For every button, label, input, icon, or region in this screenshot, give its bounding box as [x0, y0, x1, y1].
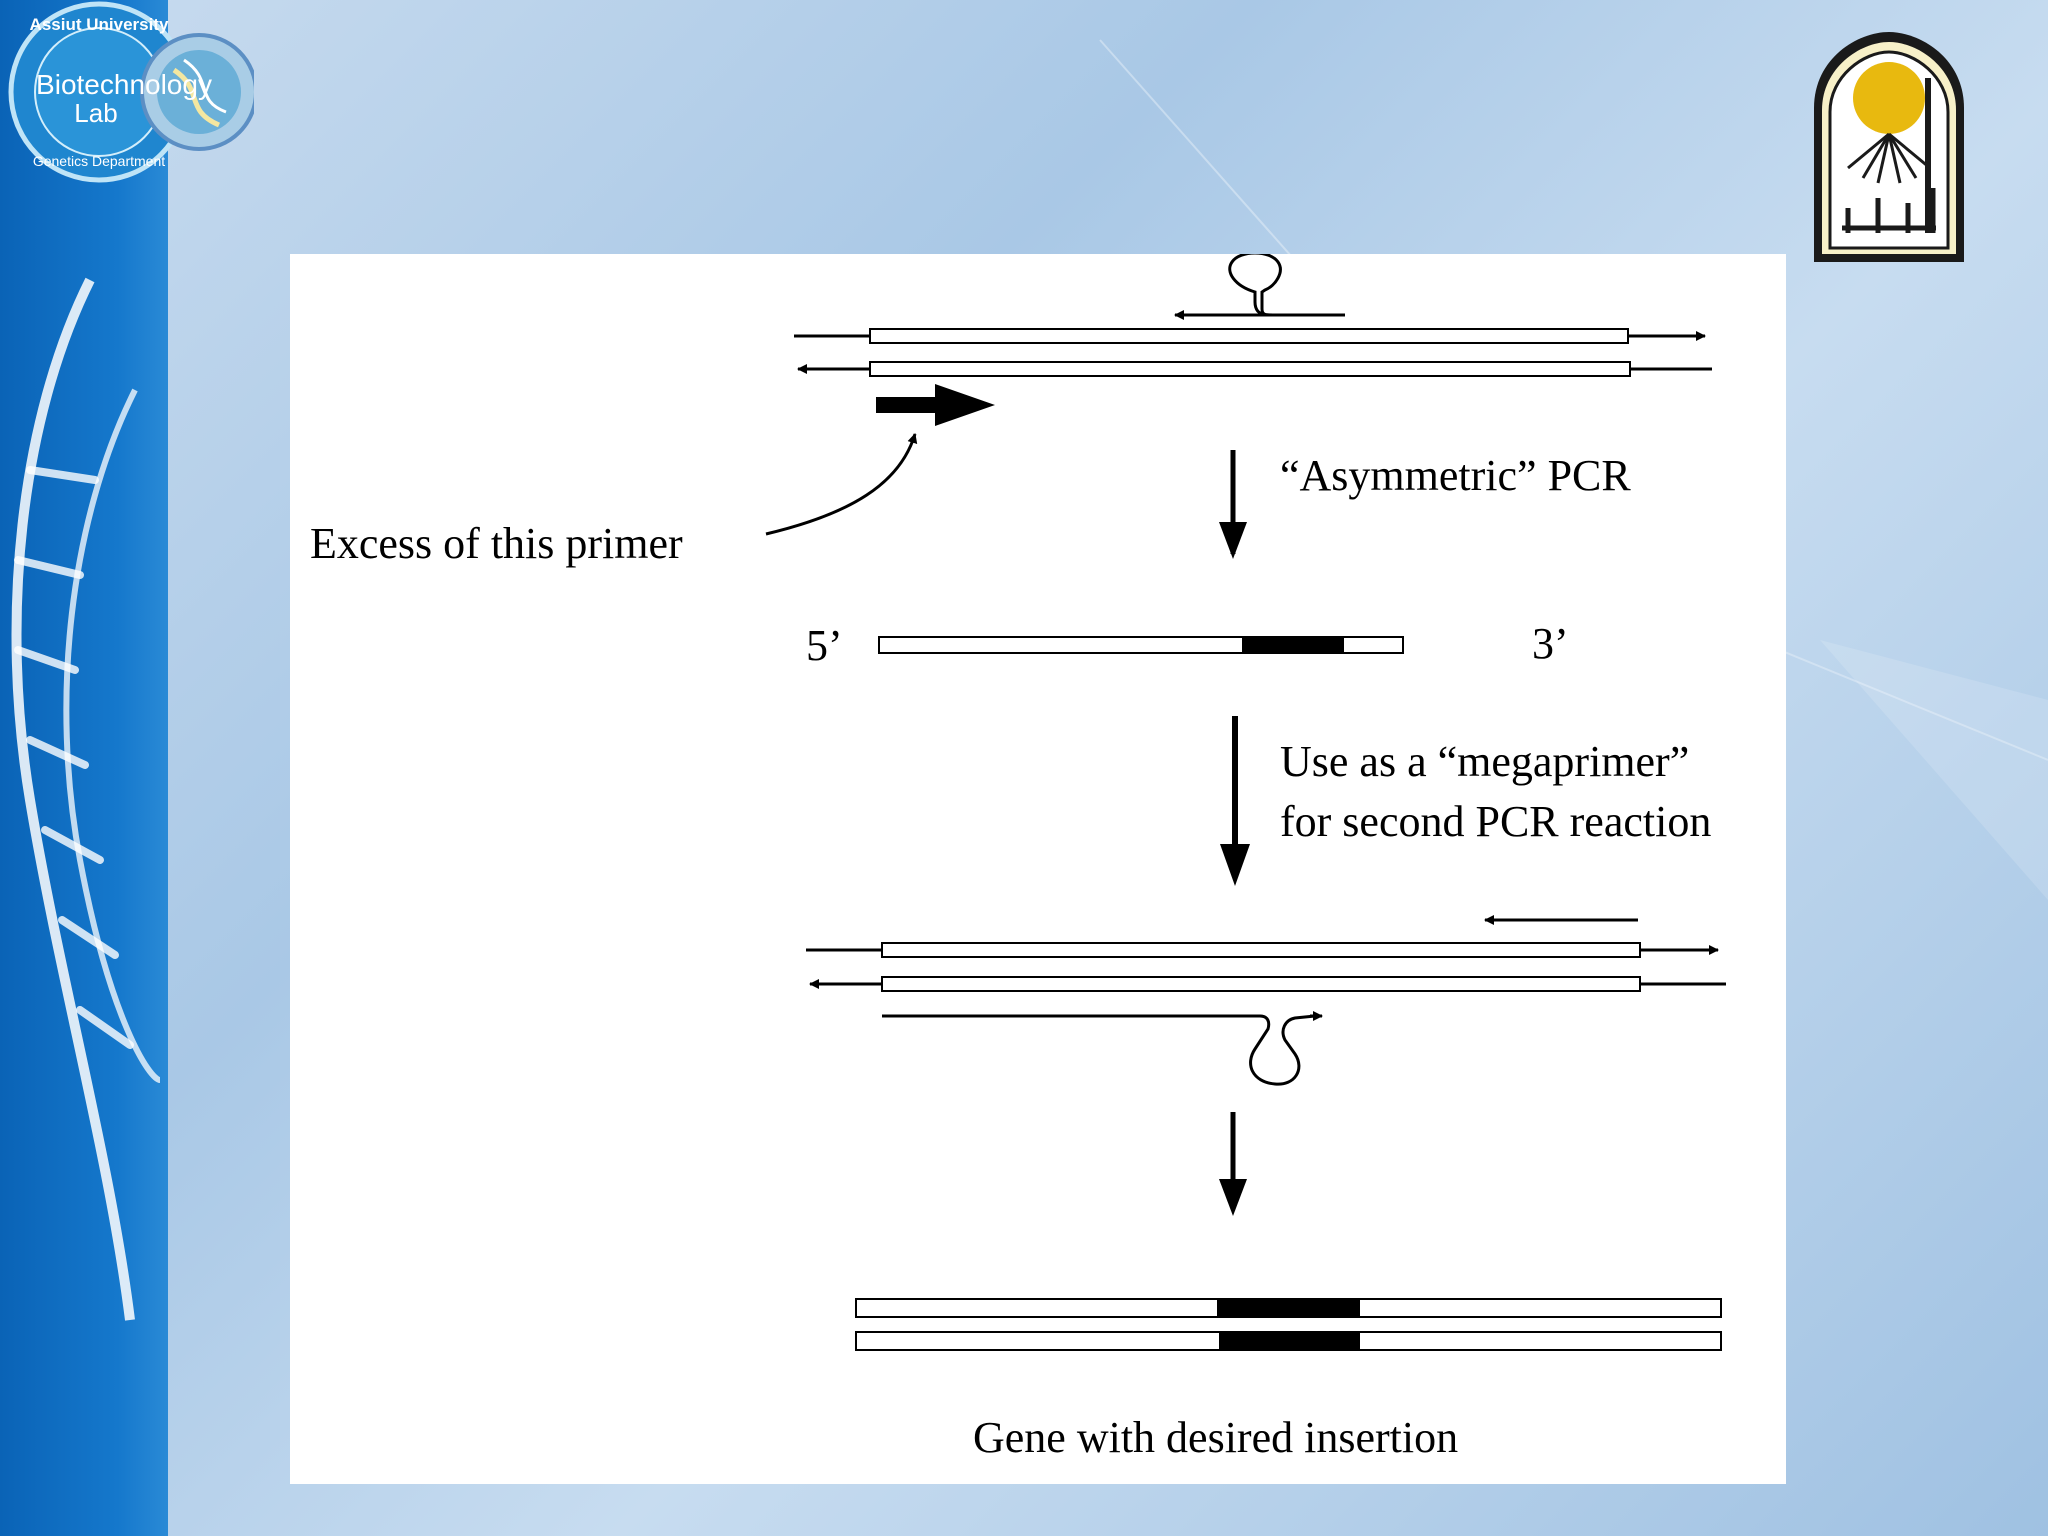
step2-arrow-head [1220, 844, 1250, 886]
mutagenic-primer-loop [1180, 254, 1345, 317]
dna-helix-decoration [11, 277, 161, 1321]
megaprimer-strand [878, 636, 1404, 654]
logo-title: Biotechnology [36, 69, 212, 100]
asymmetric-pcr-label: “Asymmetric” PCR [1280, 451, 1631, 500]
logo-ring-bottom: Genetics Department [33, 153, 165, 169]
five-prime-end-label: 5’ [806, 621, 843, 670]
logo-ring-top: Assiut University [30, 15, 169, 34]
megaprimer-label-line2: for second PCR reaction [1280, 797, 1712, 846]
result-label: Gene with desired insertion [973, 1413, 1459, 1462]
diagram-panel: “Asymmetric” PCR Excess of this primer 5… [290, 254, 1786, 1484]
megaprimer-annealed-loop [882, 1014, 1316, 1086]
biotechnology-lab-logo: Biotechnology Lab Assiut University Gene… [4, 0, 258, 185]
final-gene-duplex [855, 1298, 1722, 1351]
megaprimer-label-line1: Use as a “megaprimer” [1280, 737, 1690, 786]
template-duplex-1 [869, 328, 1631, 377]
three-prime-end-label: 3’ [1532, 619, 1569, 668]
sidebar-band [0, 0, 168, 1536]
logo-subtitle: Lab [74, 98, 117, 128]
megaprimer-pcr-diagram [765, 254, 1726, 1351]
step3-arrow-head [1219, 1179, 1247, 1216]
step1-arrow-head [1219, 522, 1247, 559]
primer-pointer-curve [765, 433, 918, 536]
template-duplex-2 [881, 942, 1641, 992]
excess-primer-label: Excess of this primer [310, 519, 683, 568]
university-seal [1808, 28, 1970, 262]
excess-primer-bold-arrow [876, 384, 995, 426]
